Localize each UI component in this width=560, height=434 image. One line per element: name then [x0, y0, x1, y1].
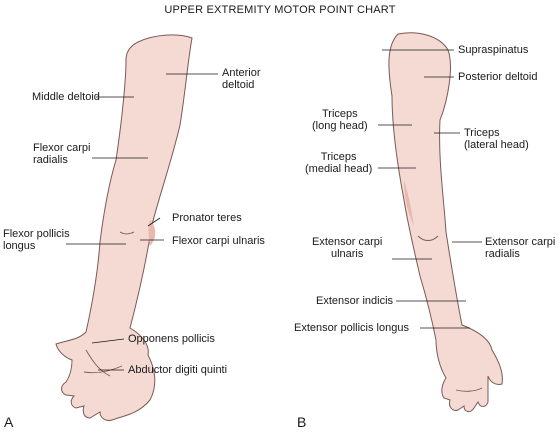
leader-opponens-pollicis — [91, 338, 125, 344]
label-anterior-deltoid: Anterior deltoid — [222, 67, 261, 91]
label-triceps-long-head-line1: Triceps — [322, 108, 358, 120]
arm-b-silhouette — [388, 32, 503, 413]
label-triceps-medial-head-line1: Triceps — [320, 151, 357, 163]
chart-title: UPPER EXTREMITY MOTOR POINT CHART — [164, 4, 396, 16]
label-flexor-pollicis-longus: Flexor pollicis longus — [3, 228, 70, 252]
arm-a-thenar-line — [85, 349, 111, 377]
label-triceps-lateral-head-line2: (lateral head) — [464, 139, 529, 151]
label-pronator-teres: Pronator teres — [172, 212, 242, 224]
label-triceps-lateral-head-line1: Triceps — [464, 127, 500, 139]
label-extensor-carpi-ulnaris-line1: Extensor carpi — [312, 236, 383, 248]
label-flexor-carpi-radialis-line1: Flexor carpi — [33, 142, 91, 154]
label-extensor-pollicis-longus: Extensor pollicis longus — [294, 322, 409, 334]
leader-pronator-teres — [147, 217, 161, 227]
arm-b-illustration — [388, 32, 503, 413]
leaders-a — [66, 73, 218, 371]
label-triceps-medial-head: Triceps (medial head) — [305, 151, 372, 175]
label-anterior-deltoid-line1: Anterior — [222, 67, 261, 79]
arm-a-silhouette — [55, 34, 193, 421]
label-triceps-long-head: Triceps (long head) — [312, 108, 368, 132]
label-extensor-carpi-radialis-line1: Extensor carpi — [485, 236, 556, 248]
label-opponens-pollicis: Opponens pollicis — [128, 333, 215, 345]
label-anterior-deltoid-line2: deltoid — [222, 79, 255, 91]
label-flexor-carpi-radialis-line2: radialis — [33, 154, 68, 166]
arm-a-illustration — [55, 34, 193, 421]
arm-b-knuckle-line — [455, 387, 483, 392]
label-extensor-indicis: Extensor indicis — [316, 295, 394, 307]
label-extensor-carpi-radialis: Extensor carpi radialis — [485, 236, 555, 260]
label-extensor-carpi-ulnaris-line2: ulnaris — [330, 248, 364, 260]
label-flexor-carpi-radialis: Flexor carpi radialis — [33, 142, 90, 166]
arm-b-olecranon — [417, 235, 439, 241]
label-posterior-deltoid: Posterior deltoid — [458, 71, 538, 83]
label-extensor-carpi-ulnaris: Extensor carpi ulnaris — [312, 236, 382, 260]
label-supraspinatus: Supraspinatus — [458, 44, 529, 56]
label-flexor-carpi-ulnaris: Flexor carpi ulnaris — [172, 235, 265, 247]
arm-a-elbow-crease — [119, 231, 135, 235]
label-abductor-digiti-quinti: Abductor digiti quinti — [128, 364, 228, 376]
arm-a-shade — [148, 220, 156, 246]
panel-letter-b: B — [297, 414, 307, 430]
leaders-b — [378, 49, 482, 329]
label-flexor-pollicis-longus-line2: longus — [3, 240, 36, 252]
arm-a-palm-line — [83, 365, 123, 374]
label-triceps-lateral-head: Triceps (lateral head) — [464, 127, 529, 151]
panel-letter-a: A — [4, 414, 14, 430]
label-flexor-pollicis-longus-line1: Flexor pollicis — [3, 228, 70, 240]
label-triceps-long-head-line2: (long head) — [312, 120, 368, 132]
arm-b-shade — [404, 180, 414, 226]
label-triceps-medial-head-line2: (medial head) — [305, 163, 373, 175]
label-middle-deltoid: Middle deltoid — [32, 91, 100, 103]
label-extensor-carpi-radialis-line2: radialis — [485, 248, 520, 260]
